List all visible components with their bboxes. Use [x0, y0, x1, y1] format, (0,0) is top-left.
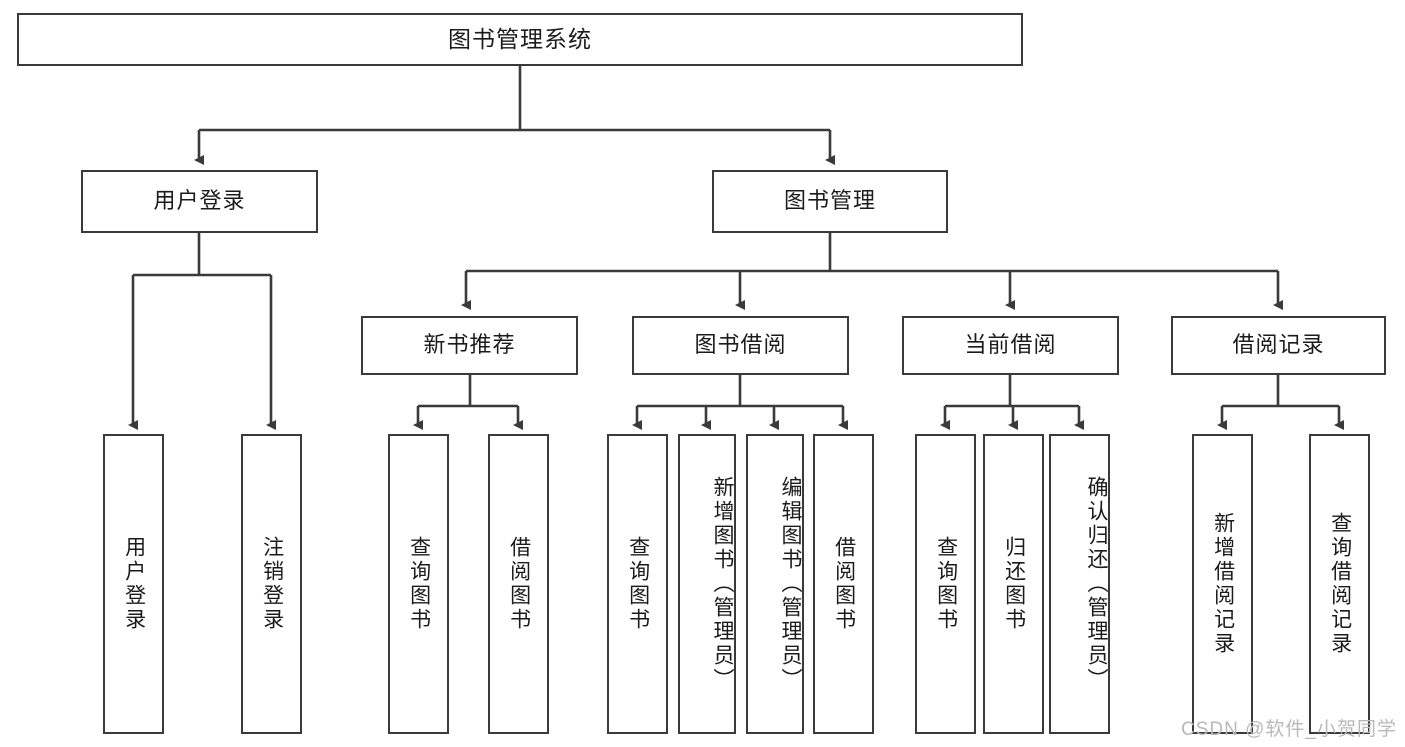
node-new-book-recommend[interactable]: 新书推荐 — [361, 316, 578, 375]
leaf-current-borrow-return[interactable]: 归还图书 — [983, 434, 1044, 734]
node-book-management[interactable]: 图书管理 — [712, 170, 948, 233]
node-current-borrow[interactable]: 当前借阅 — [902, 316, 1119, 375]
leaf-new-book-borrow[interactable]: 借阅图书 — [488, 434, 549, 734]
leaf-current-borrow-confirm-return[interactable]: 确认归还（管理员） — [1049, 434, 1110, 734]
leaf-new-book-query[interactable]: 查询图书 — [388, 434, 449, 734]
leaf-user-login-signout[interactable]: 注销登录 — [241, 434, 302, 734]
leaf-book-borrow-edit[interactable]: 编辑图书（管理员） — [746, 434, 804, 734]
node-book-borrow[interactable]: 图书借阅 — [632, 316, 849, 375]
leaf-current-borrow-query[interactable]: 查询图书 — [915, 434, 976, 734]
watermark-text: CSDN @软件_小贺同学 — [1181, 719, 1397, 740]
leaf-borrow-record-add[interactable]: 新增借阅记录 — [1192, 434, 1253, 734]
leaf-borrow-record-query[interactable]: 查询借阅记录 — [1309, 434, 1370, 734]
node-user-login[interactable]: 用户登录 — [81, 170, 318, 233]
node-borrow-record[interactable]: 借阅记录 — [1171, 316, 1386, 375]
leaf-user-login-signin[interactable]: 用户登录 — [103, 434, 164, 734]
node-root-system[interactable]: 图书管理系统 — [17, 13, 1023, 66]
leaf-book-borrow-query[interactable]: 查询图书 — [607, 434, 668, 734]
leaf-book-borrow-borrow[interactable]: 借阅图书 — [813, 434, 874, 734]
leaf-book-borrow-add[interactable]: 新增图书（管理员） — [678, 434, 736, 734]
